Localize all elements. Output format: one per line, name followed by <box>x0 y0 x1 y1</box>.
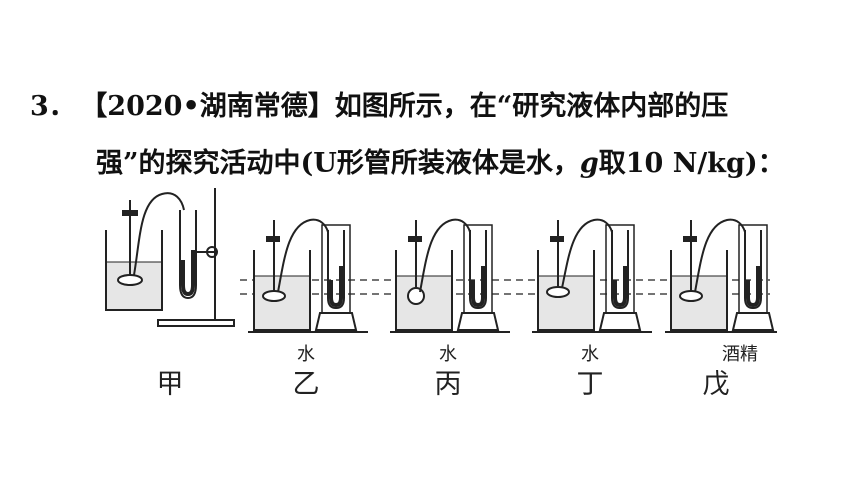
apparatus-ding <box>532 218 652 333</box>
experiment-figure: 水 水 水 <box>100 180 780 400</box>
question-source: 【2020•湖南常德】 <box>93 91 335 122</box>
label-wu: 戊 <box>702 369 730 400</box>
question-line-1: 3． 【2020•湖南常德】如图所示，在“研究液体内部的压 <box>30 84 728 123</box>
liquid-label-bing: 水 <box>439 344 457 365</box>
liquid-label-yi: 水 <box>297 344 315 365</box>
label-jia: 甲 <box>156 369 184 400</box>
apparatus-jia <box>105 188 235 327</box>
liquid-label-ding: 水 <box>581 344 599 365</box>
question-number: 3． <box>30 91 76 122</box>
apparatus-bing <box>390 218 510 333</box>
apparatus-yi <box>248 218 368 333</box>
liquid-label-wu: 酒精 <box>722 344 758 365</box>
question-text-1: 如图所示，在“研究液体内部的压 <box>334 91 729 122</box>
label-ding: 丁 <box>576 369 604 400</box>
label-yi: 乙 <box>292 369 320 400</box>
apparatus-wu <box>665 218 777 333</box>
question-text-2: 强”的探究活动中(U形管所装液体是水， <box>96 148 580 179</box>
question-text-3: 取10 N/kg)： <box>598 148 785 179</box>
question-line-2: 强”的探究活动中(U形管所装液体是水，g取10 N/kg)： <box>96 141 785 180</box>
label-bing: 丙 <box>434 369 462 400</box>
g-symbol: g <box>579 148 599 179</box>
